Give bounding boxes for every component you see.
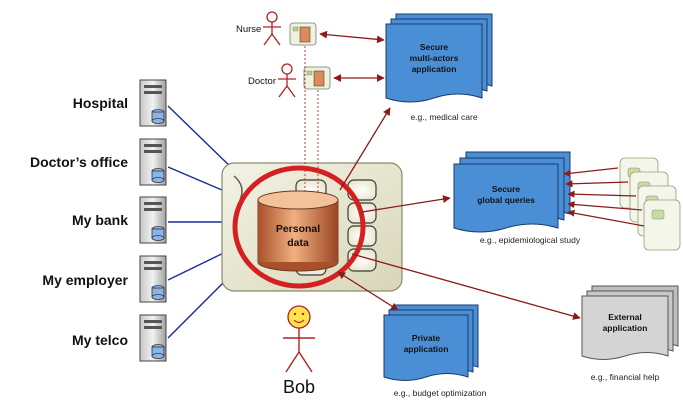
medical-app-title-line2: multi-actors (410, 53, 459, 63)
medical-app-title-line3: application (412, 64, 457, 74)
server-icon-telco (139, 314, 167, 362)
personal-data-label-line1: Personal (276, 223, 320, 235)
participant-cards-group (619, 157, 681, 251)
server-icon-employer (139, 255, 167, 303)
card-to-queries-arrows (563, 167, 645, 227)
medical-app-caption: e.g., medical care (410, 112, 477, 122)
private-app-title-line1: Private (412, 333, 441, 343)
external-app-title-line2: application (603, 323, 648, 333)
source-label-doctors-office: Doctor’s office (30, 154, 128, 170)
bob-figure-icon (283, 305, 315, 373)
nurse-card-icon (289, 22, 317, 46)
queries-app-title-line1: Secure (492, 184, 521, 194)
server-icon-bank (139, 196, 167, 244)
nurse-label: Nurse (236, 24, 261, 35)
arrow-nurse-medical (319, 30, 385, 44)
private-app-caption: e.g., budget optimization (394, 388, 487, 398)
source-label-employer: My employer (42, 272, 128, 288)
doctor-figure-icon (278, 63, 296, 98)
external-app-stack: External application (581, 285, 679, 360)
queries-app-stack: Secure global queries (453, 151, 571, 233)
personal-data-cylinder: Personal data (257, 190, 339, 272)
doctor-label: Doctor (248, 76, 276, 87)
external-app-caption: e.g., financial help (591, 372, 660, 382)
doctor-card-icon (303, 66, 331, 90)
server-icon-doctors-office (139, 138, 167, 186)
private-app-title-line2: application (404, 344, 449, 354)
external-app-title-line1: External (608, 312, 642, 322)
arrow-hospital-to-card (167, 105, 237, 173)
private-app-stack: Private application (383, 304, 479, 381)
queries-app-caption: e.g., epidemiological study (480, 235, 581, 245)
medical-app-title-line1: Secure (420, 42, 449, 52)
personal-data-label-line2: data (287, 237, 309, 249)
arrow-data-external (351, 253, 581, 320)
medical-app-stack: Secure multi-actors application (385, 13, 493, 103)
arrow-data-private (337, 271, 399, 311)
bob-label: Bob (283, 377, 315, 397)
source-label-hospital: Hospital (73, 95, 128, 111)
queries-app-title-line2: global queries (477, 195, 535, 205)
secure-boundary-ring (232, 165, 366, 289)
arrow-data-queries (361, 195, 451, 213)
server-icon-hospital (139, 79, 167, 127)
arrow-data-medical (339, 107, 391, 191)
nurse-figure-icon (263, 11, 281, 46)
source-label-telco: My telco (72, 332, 128, 348)
source-label-bank: My bank (72, 212, 128, 228)
